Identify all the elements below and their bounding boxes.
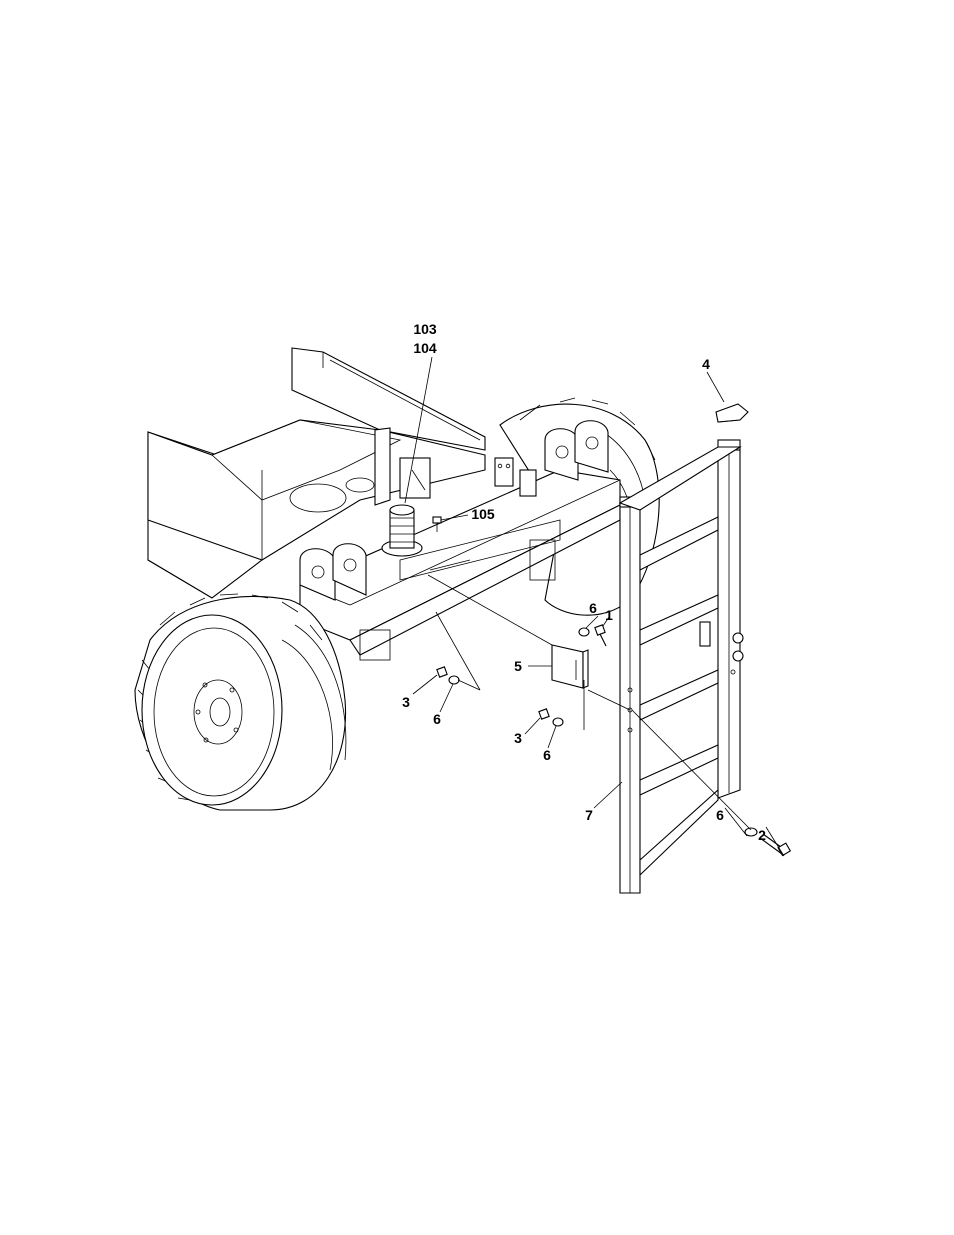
callout-4: 4: [702, 356, 710, 372]
callout-105: 105: [471, 506, 495, 522]
callout-6-upper: 6: [589, 600, 597, 616]
callout-103: 103: [413, 321, 437, 337]
callout-104: 104: [413, 340, 437, 356]
mounting-bracket: [552, 645, 588, 730]
ladder-assembly: [620, 440, 743, 893]
pivot-spring-assembly: [382, 505, 422, 556]
callout-3-left: 3: [402, 694, 410, 710]
end-cap: [716, 404, 748, 422]
callout-3-middle: 3: [514, 730, 522, 746]
front-tire: [135, 594, 346, 810]
callout-6-left: 6: [433, 711, 441, 727]
callout-6-middle: 6: [543, 747, 551, 763]
callout-2: 2: [758, 827, 766, 843]
callout-6-right: 6: [716, 807, 724, 823]
callout-7: 7: [585, 807, 593, 823]
callout-1: 1: [605, 607, 613, 623]
callout-5: 5: [514, 658, 522, 674]
